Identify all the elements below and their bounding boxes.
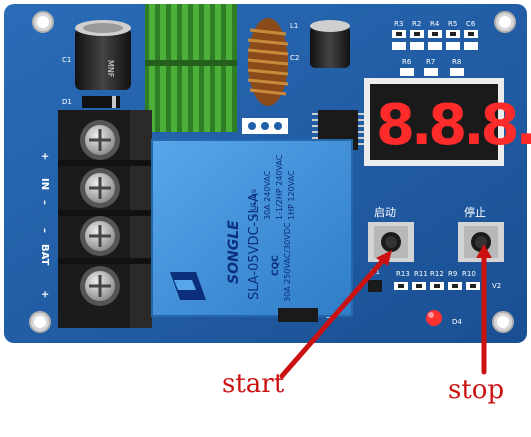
relay-cert-ul: c UL us <box>249 189 258 218</box>
callout-stop: stop <box>448 375 504 405</box>
ref-label: R4 <box>430 20 440 28</box>
terminal-screw <box>80 168 120 208</box>
ref-label: C1 <box>62 56 71 64</box>
callout-arrow-stop <box>476 244 492 375</box>
heatsink <box>145 4 237 132</box>
ref-label: C2 <box>290 54 299 62</box>
led-d4 <box>426 310 442 326</box>
capacitor-c2 <box>310 20 350 68</box>
relay-rating-right-2: 1-1/2HP 240VAC <box>275 154 284 220</box>
pin-header <box>242 118 288 134</box>
ref-label: R5 <box>448 20 457 28</box>
ref-label: R8 <box>452 58 461 66</box>
relay: SONGLE SLA-05VDC-SL-A 30A 250VAC/30VDC C… <box>151 139 353 317</box>
terminal-block <box>58 110 152 328</box>
terminal-screw <box>80 266 120 306</box>
terminal-labels: IN + – BAT + – <box>39 152 50 298</box>
ref-label: R2 <box>412 20 421 28</box>
terminal-label-plus: + <box>39 152 50 160</box>
callout-start: start <box>222 369 285 399</box>
relay-brand: SONGLE <box>226 220 242 284</box>
ref-label: L1 <box>290 22 298 30</box>
capacitor-brand-label: MNF <box>106 60 115 78</box>
terminal-label-minus: – <box>39 228 50 233</box>
relay-model: SLA-05VDC-SL-A <box>247 193 262 300</box>
diode-d3 <box>278 308 318 322</box>
relay-rating-right-3: 30A 240VAC <box>263 170 272 220</box>
start-button-label: 启动 <box>374 206 396 219</box>
relay-rating-right-1: 1HP 120VAC <box>287 170 296 220</box>
ref-label: V2 <box>492 282 501 290</box>
start-button[interactable] <box>368 222 414 262</box>
callout-arrow-start <box>279 250 392 379</box>
capacitor-c1: MNF <box>75 20 131 90</box>
ref-label: D4 <box>452 318 462 326</box>
display-readout: 8.8.8. <box>376 93 531 158</box>
ref-label: R6 <box>402 58 412 66</box>
ref-label: R11 <box>414 270 428 278</box>
diode-d1 <box>82 96 120 108</box>
inductor-l1 <box>247 18 289 106</box>
smd-resistors-bottom <box>394 282 480 290</box>
relay-cert-cqc: CQC <box>271 255 281 276</box>
smd-resistors-top <box>392 30 478 76</box>
terminal-label-minus: – <box>39 200 50 205</box>
ref-label: C6 <box>466 20 476 28</box>
ref-label: R12 <box>430 270 444 278</box>
ref-label: D1 <box>62 98 72 106</box>
ref-label: R7 <box>426 58 435 66</box>
terminal-screw <box>80 120 120 160</box>
songle-logo <box>170 272 206 300</box>
terminal-label-plus: + <box>39 290 50 298</box>
ref-label: R10 <box>462 270 476 278</box>
seven-segment-display: 8.8.8. <box>364 78 531 166</box>
ref-label: R3 <box>394 20 403 28</box>
stop-button-label: 停止 <box>464 205 486 219</box>
relay-rating-left: 30A 250VAC/30VDC <box>283 222 292 302</box>
ref-label: R9 <box>448 270 457 278</box>
transistor-q1 <box>368 280 382 292</box>
terminal-label-in: IN <box>39 178 50 190</box>
ref-label: R13 <box>396 270 410 278</box>
mounting-holes <box>29 11 516 333</box>
terminal-screw <box>80 216 120 256</box>
terminal-label-bat: BAT <box>39 244 50 266</box>
